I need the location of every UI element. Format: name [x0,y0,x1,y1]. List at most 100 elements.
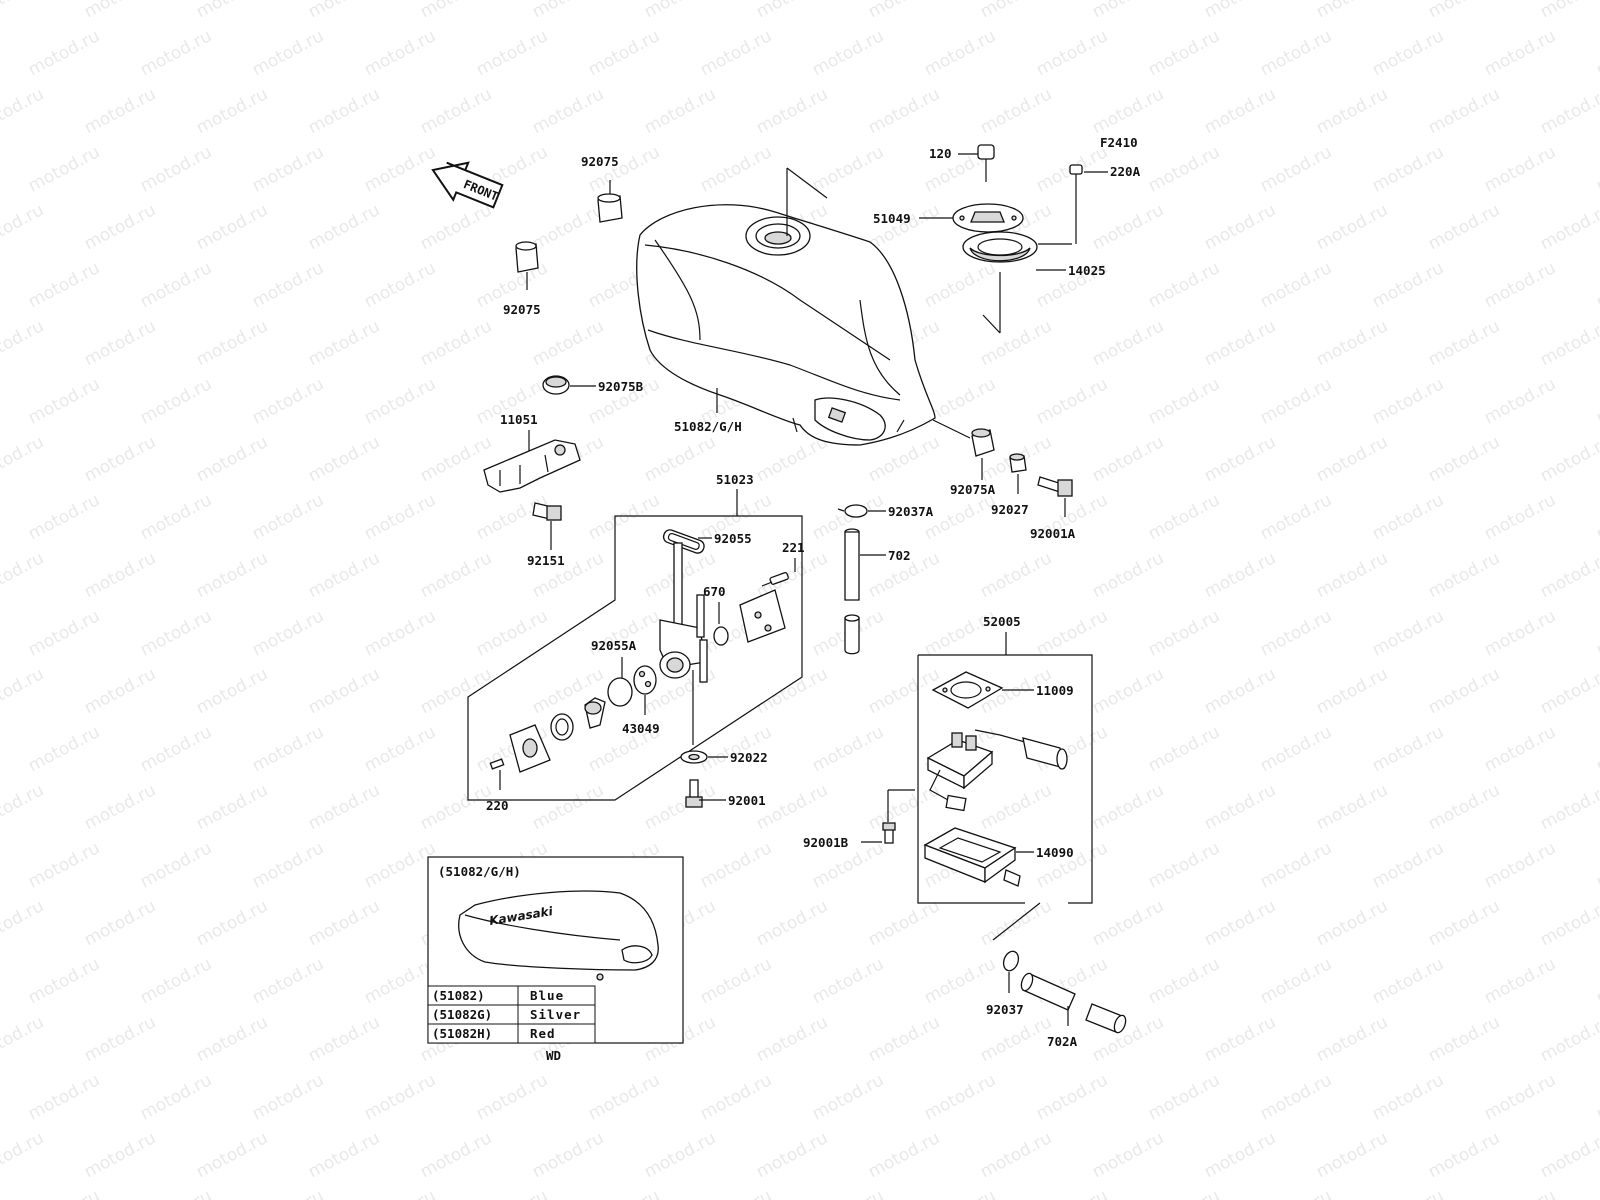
callout-702: 702 [888,548,911,563]
watermark-text: motod.ru [1537,84,1600,138]
watermark-text: motod.ru [809,954,887,1008]
callout-92037: 92037 [986,1002,1024,1017]
watermark-text: motod.ru [977,1128,1055,1182]
watermark-text: motod.ru [361,142,439,196]
watermark-text: motod.ru [137,1070,215,1124]
watermark-text: motod.ru [921,1186,999,1200]
watermark-text: motod.ru [585,142,663,196]
watermark-text: motod.ru [305,0,383,22]
rubber-cap-92075B [542,375,570,395]
watermark-text: motod.ru [25,374,103,428]
watermark-text: motod.ru [361,1070,439,1124]
watermark-text: motod.ru [1369,722,1447,776]
watermark-text: motod.ru [1369,606,1447,660]
watermark-text: motod.ru [193,316,271,370]
watermark-text: motod.ru [249,1186,327,1200]
watermark-text: motod.ru [1257,490,1335,544]
watermark-text: motod.ru [585,490,663,544]
watermark-text: motod.ru [417,1128,495,1182]
watermark-text: motod.ru [25,1186,103,1200]
watermark-text: motod.ru [697,142,775,196]
fuel-tank [636,167,936,446]
watermark-text: motod.ru [697,838,775,892]
watermark-text: motod.ru [1257,606,1335,660]
watermark-text: motod.ru [0,200,47,254]
watermark-text: motod.ru [417,0,495,22]
watermark-text: motod.ru [1481,954,1559,1008]
callout-92151: 92151 [527,553,565,568]
watermark-text: motod.ru [921,258,999,312]
watermark-text: motod.ru [1313,780,1391,834]
callout-92075A: 92075A [950,482,996,497]
watermark-text: motod.ru [1369,490,1447,544]
watermark-text: motod.ru [1369,1186,1447,1200]
watermark-text: motod.ru [25,26,103,80]
watermark-text: motod.ru [1313,548,1391,602]
callout-92001: 92001 [728,793,766,808]
watermark-text: motod.ru [1145,26,1223,80]
watermark-text: motod.ru [1313,200,1391,254]
watermark-text: motod.ru [1425,896,1503,950]
watermark-text: motod.ru [753,0,831,22]
watermark-text: motod.ru [1593,954,1600,1008]
watermark-text: motod.ru [1201,432,1279,486]
watermark-text: motod.ru [193,780,271,834]
watermark-text: motod.ru [1537,896,1600,950]
watermark-text: motod.ru [25,258,103,312]
watermark-text: motod.ru [1369,258,1447,312]
watermark-text: motod.ru [249,606,327,660]
watermark-text: motod.ru [1369,1070,1447,1124]
watermark-text: motod.ru [81,84,159,138]
watermark-text: motod.ru [137,722,215,776]
watermark-text: motod.ru [249,26,327,80]
callout-670: 670 [703,584,726,599]
gasket-11009 [931,671,1004,709]
watermark-text: motod.ru [193,896,271,950]
watermark-text: motod.ru [865,664,943,718]
watermark-text: motod.ru [473,1186,551,1200]
watermark-text: motod.ru [1537,1128,1600,1182]
watermark-text: motod.ru [137,954,215,1008]
watermark-text: motod.ru [641,84,719,138]
watermark-text: motod.ru [137,1186,215,1200]
watermark-text: motod.ru [305,316,383,370]
watermark-text: motod.ru [1257,954,1335,1008]
watermark-text: motod.ru [809,142,887,196]
watermark-text: motod.ru [417,432,495,486]
watermark-text: motod.ru [1313,0,1391,22]
watermark-text: motod.ru [529,84,607,138]
watermark-text: motod.ru [417,664,495,718]
color-table-row [427,1023,596,1044]
watermark-text: motod.ru [1201,316,1279,370]
watermark-text: motod.ru [1201,896,1279,950]
o-ring-670 [713,626,729,646]
watermark-text: motod.ru [193,664,271,718]
watermark-text: motod.ru [1257,722,1335,776]
watermark-text: motod.ru [249,374,327,428]
watermark-text: motod.ru [1369,142,1447,196]
watermark-text: motod.ru [809,26,887,80]
callout-92001A: 92001A [1030,526,1076,541]
watermark-text: motod.ru [1481,838,1559,892]
watermark-text: motod.ru [1369,954,1447,1008]
watermark-text: motod.ru [753,1012,831,1066]
watermark-text: motod.ru [137,490,215,544]
screw-220 [489,758,505,770]
watermark-text: motod.ru [585,1070,663,1124]
watermark-text: motod.ru [977,780,1055,834]
watermark-text: motod.ru [1537,0,1600,22]
watermark-text: motod.ru [473,26,551,80]
watermark-text: motod.ru [1145,258,1223,312]
callout-92001B: 92001B [803,835,849,850]
bracket-11051 [483,439,581,493]
callout-120: 120 [929,146,952,161]
watermark-text: motod.ru [81,664,159,718]
watermark-text: motod.ru [1369,838,1447,892]
watermark-text: motod.ru [1537,780,1600,834]
watermark-text: motod.ru [417,200,495,254]
watermark-text: motod.ru [25,1070,103,1124]
filter-14090 [923,827,1021,887]
watermark-text: motod.ru [0,548,47,602]
watermark-text: motod.ru [193,0,271,22]
